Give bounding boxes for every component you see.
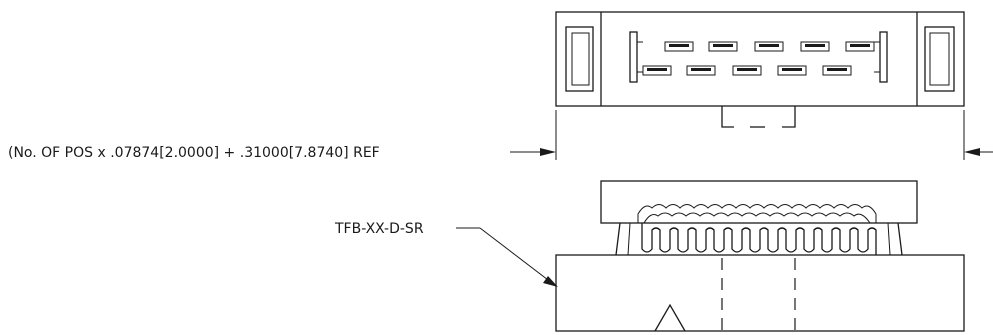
side-view-left-leg-inner xyxy=(627,222,631,256)
top-view-right-post xyxy=(879,31,888,83)
side-view-contact-fingers xyxy=(641,223,877,255)
side-view-cover xyxy=(600,180,918,224)
top-view-contact-row-2 xyxy=(642,65,852,76)
side-view xyxy=(555,180,965,332)
dimension-note: (No. OF POS x .07874[2.0000] + .31000[7.… xyxy=(8,145,380,161)
top-view-bottom-tab-right xyxy=(782,106,796,128)
side-view-right-leg xyxy=(897,222,903,256)
part-callout: TFB-XX-D-SR xyxy=(334,221,558,287)
part-number-label: TFB-XX-D-SR xyxy=(334,221,424,237)
contact-slot-core xyxy=(669,44,689,47)
side-view-base xyxy=(555,254,965,332)
dimension: (No. OF POS x .07874[2.0000] + .31000[7.… xyxy=(8,110,993,161)
top-view-left-latch-outer xyxy=(565,26,594,92)
dimension-arrow-right xyxy=(964,148,980,156)
top-view-left-latch-inner xyxy=(571,32,590,86)
top-view-right-latch-outer xyxy=(924,26,955,92)
contact-slot-core xyxy=(850,44,870,47)
side-view-polarization-triangle xyxy=(654,303,686,332)
contact-slot-core xyxy=(759,44,779,47)
contact-slot-core xyxy=(827,68,847,71)
callout-leader-diagonal xyxy=(479,227,553,284)
side-view-right-leg-inner xyxy=(887,222,891,256)
callout-arrow xyxy=(543,276,558,287)
side-view-left-leg xyxy=(615,222,621,256)
top-view-left-post xyxy=(629,31,638,83)
side-view-contact-wave-inner xyxy=(643,212,871,224)
top-view-right-latch-inner xyxy=(929,32,950,86)
top-view-contact-row-1 xyxy=(664,41,875,52)
dimension-arrow-left xyxy=(540,148,556,156)
contact-slot-core xyxy=(805,44,825,47)
side-view-contact-wave xyxy=(637,204,877,223)
contact-slot-core xyxy=(647,68,667,71)
contact-slot-core xyxy=(737,68,757,71)
contact-slot-core xyxy=(691,68,711,71)
top-view-body xyxy=(555,11,965,107)
contact-slot-core xyxy=(782,68,802,71)
top-view-bottom-tab xyxy=(721,106,734,128)
top-view xyxy=(555,11,965,128)
contact-slot-core xyxy=(713,44,733,47)
